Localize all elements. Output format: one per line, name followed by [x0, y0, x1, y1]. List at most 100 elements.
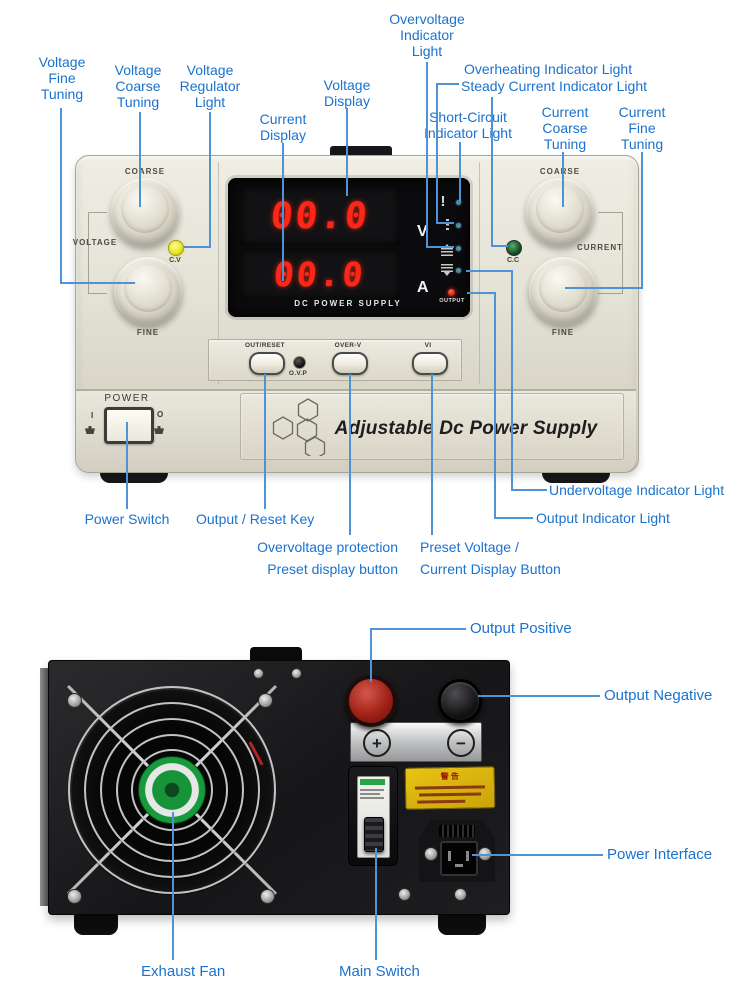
- breaker-module: [357, 776, 390, 858]
- current-knob-bracket: [598, 212, 623, 294]
- inlet-pin-slot: [448, 851, 451, 861]
- leader-line: [472, 854, 603, 856]
- fan-screw: [67, 693, 82, 708]
- leader-line: [346, 108, 348, 196]
- output-led-caption: OUTPUT: [439, 298, 465, 304]
- out-reset-button: [249, 352, 285, 375]
- ovp-trim-hole: [293, 356, 306, 369]
- callout-main-switch: Main Switch: [339, 963, 420, 980]
- vi-caption: VI: [424, 342, 432, 349]
- warning-title: 警 告: [440, 771, 459, 782]
- warning-text-bar: [417, 799, 466, 804]
- leader-line: [491, 97, 493, 247]
- breaker-label-band: [360, 779, 385, 785]
- breaker-label-text-bar: [360, 793, 380, 795]
- panel-seam-right: [479, 162, 480, 384]
- callout-voltage-fine-tuning: Voltage Fine Tuning: [38, 54, 86, 103]
- leader-line: [436, 83, 438, 224]
- leader-line: [641, 152, 643, 289]
- leader-line: [511, 489, 547, 491]
- callout-preset-vi-button: Preset Voltage / Current Display Button: [420, 539, 561, 577]
- minus-symbol: −: [447, 729, 475, 757]
- leader-line: [60, 282, 135, 284]
- leader-line: [491, 245, 508, 247]
- callout-output-reset-key: Output / Reset Key: [196, 511, 315, 527]
- fan-screw: [258, 693, 273, 708]
- leader-line: [426, 246, 454, 248]
- output-positive-terminal: [345, 675, 397, 727]
- leader-line: [209, 112, 211, 248]
- breaker-toggle: [364, 817, 384, 852]
- undervoltage-icon: [440, 264, 454, 279]
- callout-current-display: Current Display: [259, 111, 307, 144]
- output-negative-terminal: [438, 679, 482, 723]
- power-off-icon: [154, 426, 164, 434]
- current-fine-knob: [529, 257, 597, 325]
- power-caption: POWER: [104, 393, 150, 404]
- cv-led: [168, 240, 184, 256]
- undervoltage-led: [456, 268, 461, 273]
- voltage-coarse-caption: COARSE: [124, 167, 166, 176]
- steady-current-icon: [446, 219, 449, 232]
- leader-line: [184, 246, 211, 248]
- current-fine-caption: FINE: [551, 328, 575, 337]
- short-circuit-icon: !: [440, 193, 446, 210]
- power-inlet: [419, 820, 495, 882]
- cc-led: [506, 240, 522, 256]
- fan-screw: [260, 889, 275, 904]
- leader-line: [370, 628, 466, 630]
- case-screw: [253, 668, 264, 679]
- inlet-socket: [440, 841, 478, 876]
- callout-voltage-display: Voltage Display: [323, 77, 371, 110]
- voltage-knob-bracket: [88, 212, 107, 294]
- leader-line: [282, 143, 284, 281]
- case-screw: [454, 888, 467, 901]
- voltage-readout: 00.0: [268, 195, 372, 237]
- warning-sticker: 警 告: [404, 766, 496, 810]
- plus-symbol: +: [363, 729, 391, 757]
- back-side-edge: [40, 668, 50, 906]
- breaker-label-text-bar: [360, 789, 384, 791]
- warning-text-bar: [414, 785, 486, 790]
- callout-current-coarse-tuning: Current Coarse Tuning: [541, 104, 589, 153]
- steady-current-led: [456, 223, 461, 228]
- case-screw: [398, 888, 411, 901]
- voltage-fine-knob: [114, 257, 182, 325]
- leader-line: [467, 292, 496, 294]
- callout-power-switch: Power Switch: [84, 511, 170, 527]
- callout-overvoltage-indicator: Overvoltage Indicator Light: [389, 11, 465, 60]
- ovp-caption: O.V.P: [288, 370, 308, 377]
- callout-undervoltage-indicator-light: Undervoltage Indicator Light: [549, 482, 725, 498]
- overvoltage-icon: [440, 241, 454, 256]
- leader-line: [494, 517, 533, 519]
- callout-steady-current-indicator: Steady Current Indicator Light: [461, 78, 647, 94]
- callout-power-interface: Power Interface: [607, 846, 713, 863]
- leader-line: [349, 374, 351, 535]
- brand-name: Adjustable Dc Power Supply: [334, 418, 598, 439]
- leader-line: [370, 628, 372, 682]
- leader-line: [478, 695, 600, 697]
- inlet-screw: [424, 847, 438, 861]
- short-circuit-led: [456, 200, 461, 205]
- cc-led-label: C.C: [506, 257, 520, 264]
- leader-line: [466, 270, 513, 272]
- leader-line: [565, 287, 643, 289]
- voltage-fine-caption: FINE: [136, 328, 160, 337]
- leader-line: [126, 422, 128, 509]
- current-readout: 00.0: [272, 254, 368, 294]
- inlet-pin-slot: [455, 864, 463, 867]
- over-v-button: [332, 352, 368, 375]
- vi-button: [412, 352, 448, 375]
- over-v-caption: OVER-V: [334, 342, 362, 349]
- cv-led-label: C.V: [169, 257, 181, 264]
- callout-output-indicator-light: Output Indicator Light: [536, 510, 670, 526]
- callout-current-fine-tuning: Current Fine Tuning: [618, 104, 666, 153]
- inlet-vent: [439, 825, 475, 837]
- overvoltage-led: [456, 246, 461, 251]
- callout-output-positive: Output Positive: [470, 620, 572, 637]
- circuit-breaker: [348, 766, 398, 866]
- leader-line: [60, 108, 62, 283]
- volt-unit-label: V: [417, 223, 428, 240]
- fan-screw: [67, 889, 82, 904]
